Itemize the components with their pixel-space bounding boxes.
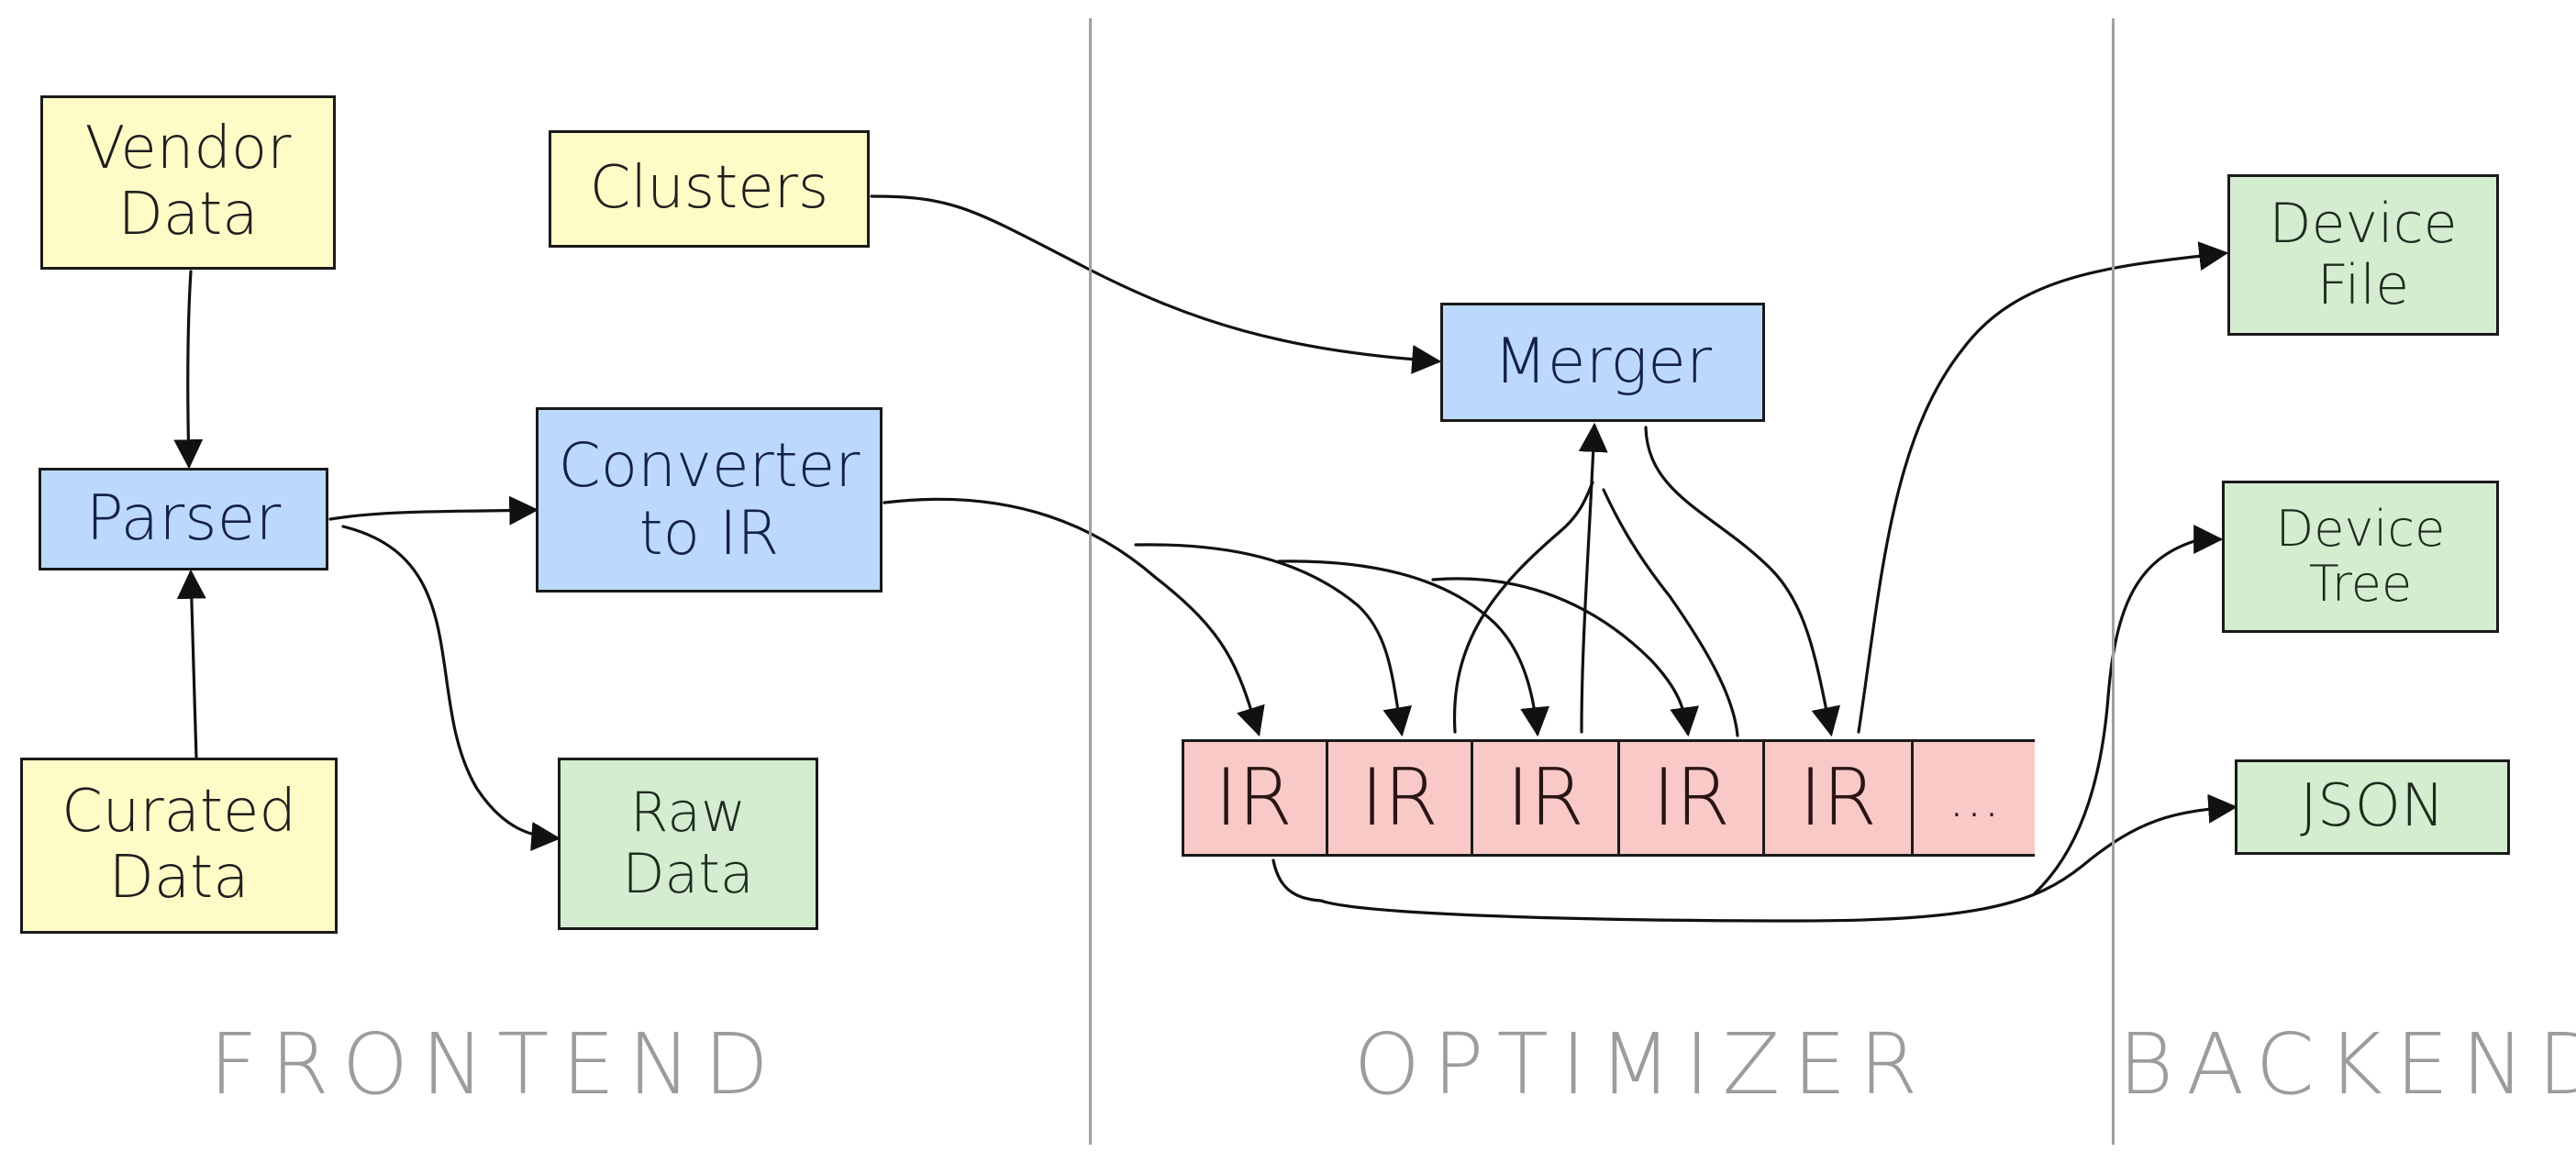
section-label-frontend: FRONTEND <box>208 1014 783 1113</box>
divider-optimizer-backend <box>2112 18 2115 1145</box>
arrow-parser-to-converter <box>328 495 539 526</box>
device-tree-node: Device Tree <box>2222 481 2499 633</box>
ir-cell: IR <box>1620 739 1765 857</box>
arrow-merger-to-ir5 <box>1644 426 1841 737</box>
divider-frontend-optimizer <box>1089 18 1092 1145</box>
json-node: JSON <box>2235 759 2510 855</box>
arrow-loop-ir2 <box>1277 559 1550 737</box>
parser-node: Parser <box>39 468 328 570</box>
arrow-vendor-to-parser <box>173 270 204 470</box>
arrow-ir5-to-devicefile <box>1857 241 2229 734</box>
arrow-converter-to-ir1 <box>883 497 1265 737</box>
vendor-data-node: Vendor Data <box>40 95 336 270</box>
arrow-ir3-to-merger <box>1452 481 1594 734</box>
ir-cell: IR <box>1765 739 1914 857</box>
raw-data-node: Raw Data <box>558 758 818 930</box>
ir-cell: IR <box>1328 739 1473 857</box>
ir-cell: IR <box>1182 739 1328 857</box>
device-file-node: Device File <box>2227 174 2499 336</box>
arrow-irmore-to-devicetree <box>2033 525 2224 895</box>
arrow-clusters-to-merger <box>870 194 1442 374</box>
merger-node: Merger <box>1440 303 1765 422</box>
arrow-loop-ir1 <box>1134 543 1413 737</box>
arrow-curated-to-parser <box>176 569 206 759</box>
section-label-backend: BACKEND <box>2118 1014 2576 1113</box>
arrow-ir4-to-merger <box>1578 422 1608 734</box>
arrow-loop-ir3 <box>1431 577 1700 737</box>
converter-to-ir-node: Converter to IR <box>536 407 883 593</box>
ir-cell: IR <box>1473 739 1620 857</box>
section-label-optimizer: OPTIMIZER <box>1353 1014 1931 1113</box>
clusters-node: Clusters <box>549 130 870 248</box>
curated-data-node: Curated Data <box>20 758 338 934</box>
arrow-parser-to-rawdata <box>341 525 561 851</box>
arrow-ir5-to-merger <box>1602 488 1739 737</box>
ir-list <box>1182 739 2035 857</box>
ir-ellipsis: ... <box>1948 766 2001 830</box>
